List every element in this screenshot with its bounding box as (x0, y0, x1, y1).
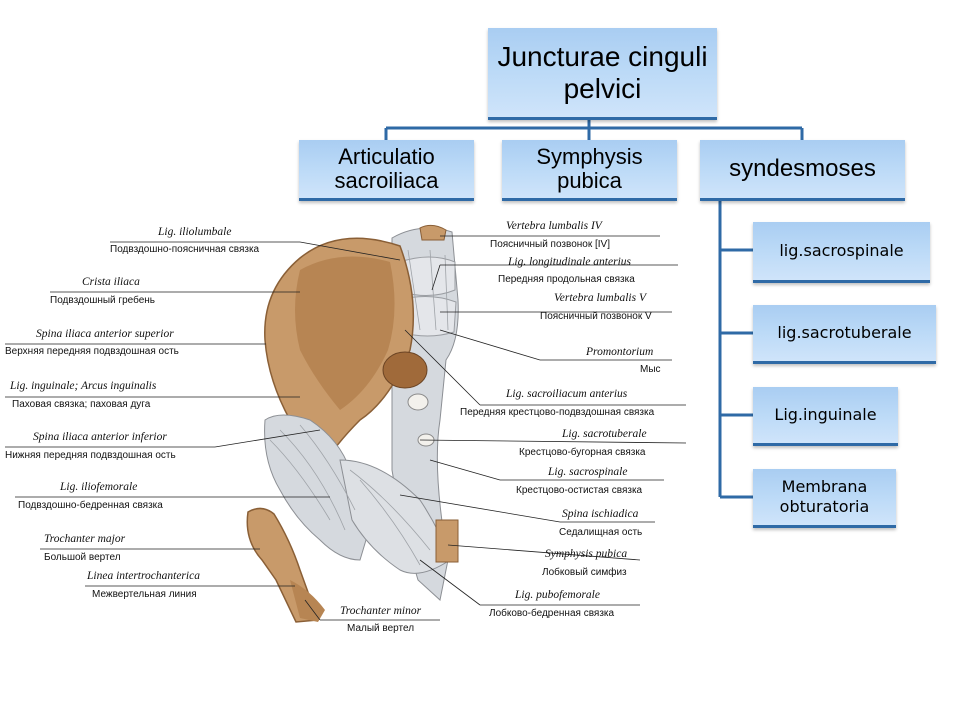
label-latin: Lig. longitudinale anterius (508, 256, 631, 268)
branch-syndesmoses: syndesmoses (700, 140, 905, 201)
item-label: lig.sacrospinale (779, 241, 904, 260)
label-russian: Малый вертел (347, 623, 415, 634)
label-russian: Паховая связка; паховая дуга (12, 399, 151, 410)
label-russian: Передняя крестцово-подвздошная связка (460, 407, 655, 418)
sacral-foramen-shape (382, 351, 428, 389)
branch-label: Articulatio sacroiliaca (334, 144, 439, 193)
label-russian: Подвздошно-бедренная связка (18, 500, 163, 511)
label-latin: Lig. inguinale; Arcus inguinalis (10, 380, 157, 392)
hip-ligament-shape (264, 414, 373, 561)
sacral-foramen-shape (407, 393, 429, 411)
label-latin: Lig. iliofemorale (60, 481, 138, 493)
label-latin: Lig. iliolumbale (158, 226, 232, 238)
label-russian: Седалищная ость (559, 527, 643, 538)
iliac-fossa-shape (295, 256, 395, 410)
label-russian: Передняя продольная связка (498, 274, 635, 285)
label-latin: Spina iliaca anterior superior (36, 328, 174, 340)
label-russian: Большой вертел (44, 552, 121, 563)
syndesmosis-item: lig.sacrotuberale (753, 305, 936, 364)
label-latin: Spina iliaca anterior inferior (33, 431, 167, 443)
leader-lines-right (399, 235, 687, 606)
label-latin: Vertebra lumbalis V (554, 292, 646, 304)
label-latin: Lig. sacroiliacum anterius (506, 388, 628, 400)
item-label: lig.sacrotuberale (777, 323, 912, 342)
label-russian: Мыс (640, 364, 661, 375)
syndesmosis-item: Membrana obturatoria (753, 469, 896, 528)
branch-label: syndesmoses (729, 155, 876, 182)
ligament-fibers (269, 249, 449, 566)
label-russian: Подвздошно-поясничная связка (110, 244, 260, 255)
label-latin: Vertebra lumbalis IV (506, 220, 602, 232)
trochanter-minor-shape (290, 580, 325, 622)
item-label: Membrana obturatoria (779, 477, 870, 516)
syndesmosis-item: Lig.inguinale (753, 387, 898, 446)
root-label: Juncturae cinguli pelvici (497, 40, 708, 104)
label-latin: Lig. sacrotuberale (562, 428, 647, 440)
label-russian: Межвертельная линия (92, 589, 197, 600)
label-latin: Spina ischiadica (562, 508, 639, 520)
label-russian: Подвздошный гребень (50, 295, 155, 306)
vertebra-bone-shape (419, 224, 447, 241)
label-russian: Поясничный позвонок [IV] (490, 239, 611, 250)
label-russian: Поясничный позвонок V (540, 311, 652, 322)
label-russian: Верхняя передняя подвздошная ость (5, 346, 179, 357)
item-label: Lig.inguinale (774, 405, 877, 424)
label-latin: Crista iliaca (82, 276, 140, 288)
branch-label: Symphysis pubica (536, 144, 643, 193)
label-russian: Лобковый симфиз (542, 567, 627, 578)
label-latin: Promontorium (586, 346, 654, 358)
label-russian: Нижняя передняя подвздошная ость (5, 450, 176, 461)
label-latin: Trochanter minor (340, 605, 422, 617)
syndesmosis-item: lig.sacrospinale (753, 222, 930, 283)
label-latin: Lig. sacrospinale (548, 466, 628, 478)
branch-symphysis-pubica: Symphysis pubica (502, 140, 677, 201)
label-russian: Лобково-бедренная связка (489, 608, 615, 619)
label-latin: Linea intertrochanterica (87, 570, 200, 582)
label-latin: Lig. pubofemorale (515, 589, 600, 601)
leader-lines-left (5, 241, 440, 621)
label-russian: Крестцово-остистая связка (516, 485, 643, 496)
pubic-bone-shape (435, 519, 459, 563)
label-russian: Крестцово-бугорная связка (519, 447, 646, 458)
label-latin: Symphysis pubica (545, 548, 628, 560)
branch-articulatio-sacroiliaca: Articulatio sacroiliaca (299, 140, 474, 201)
label-latin: Trochanter major (44, 533, 126, 545)
root-node: Juncturae cinguli pelvici (488, 28, 717, 120)
